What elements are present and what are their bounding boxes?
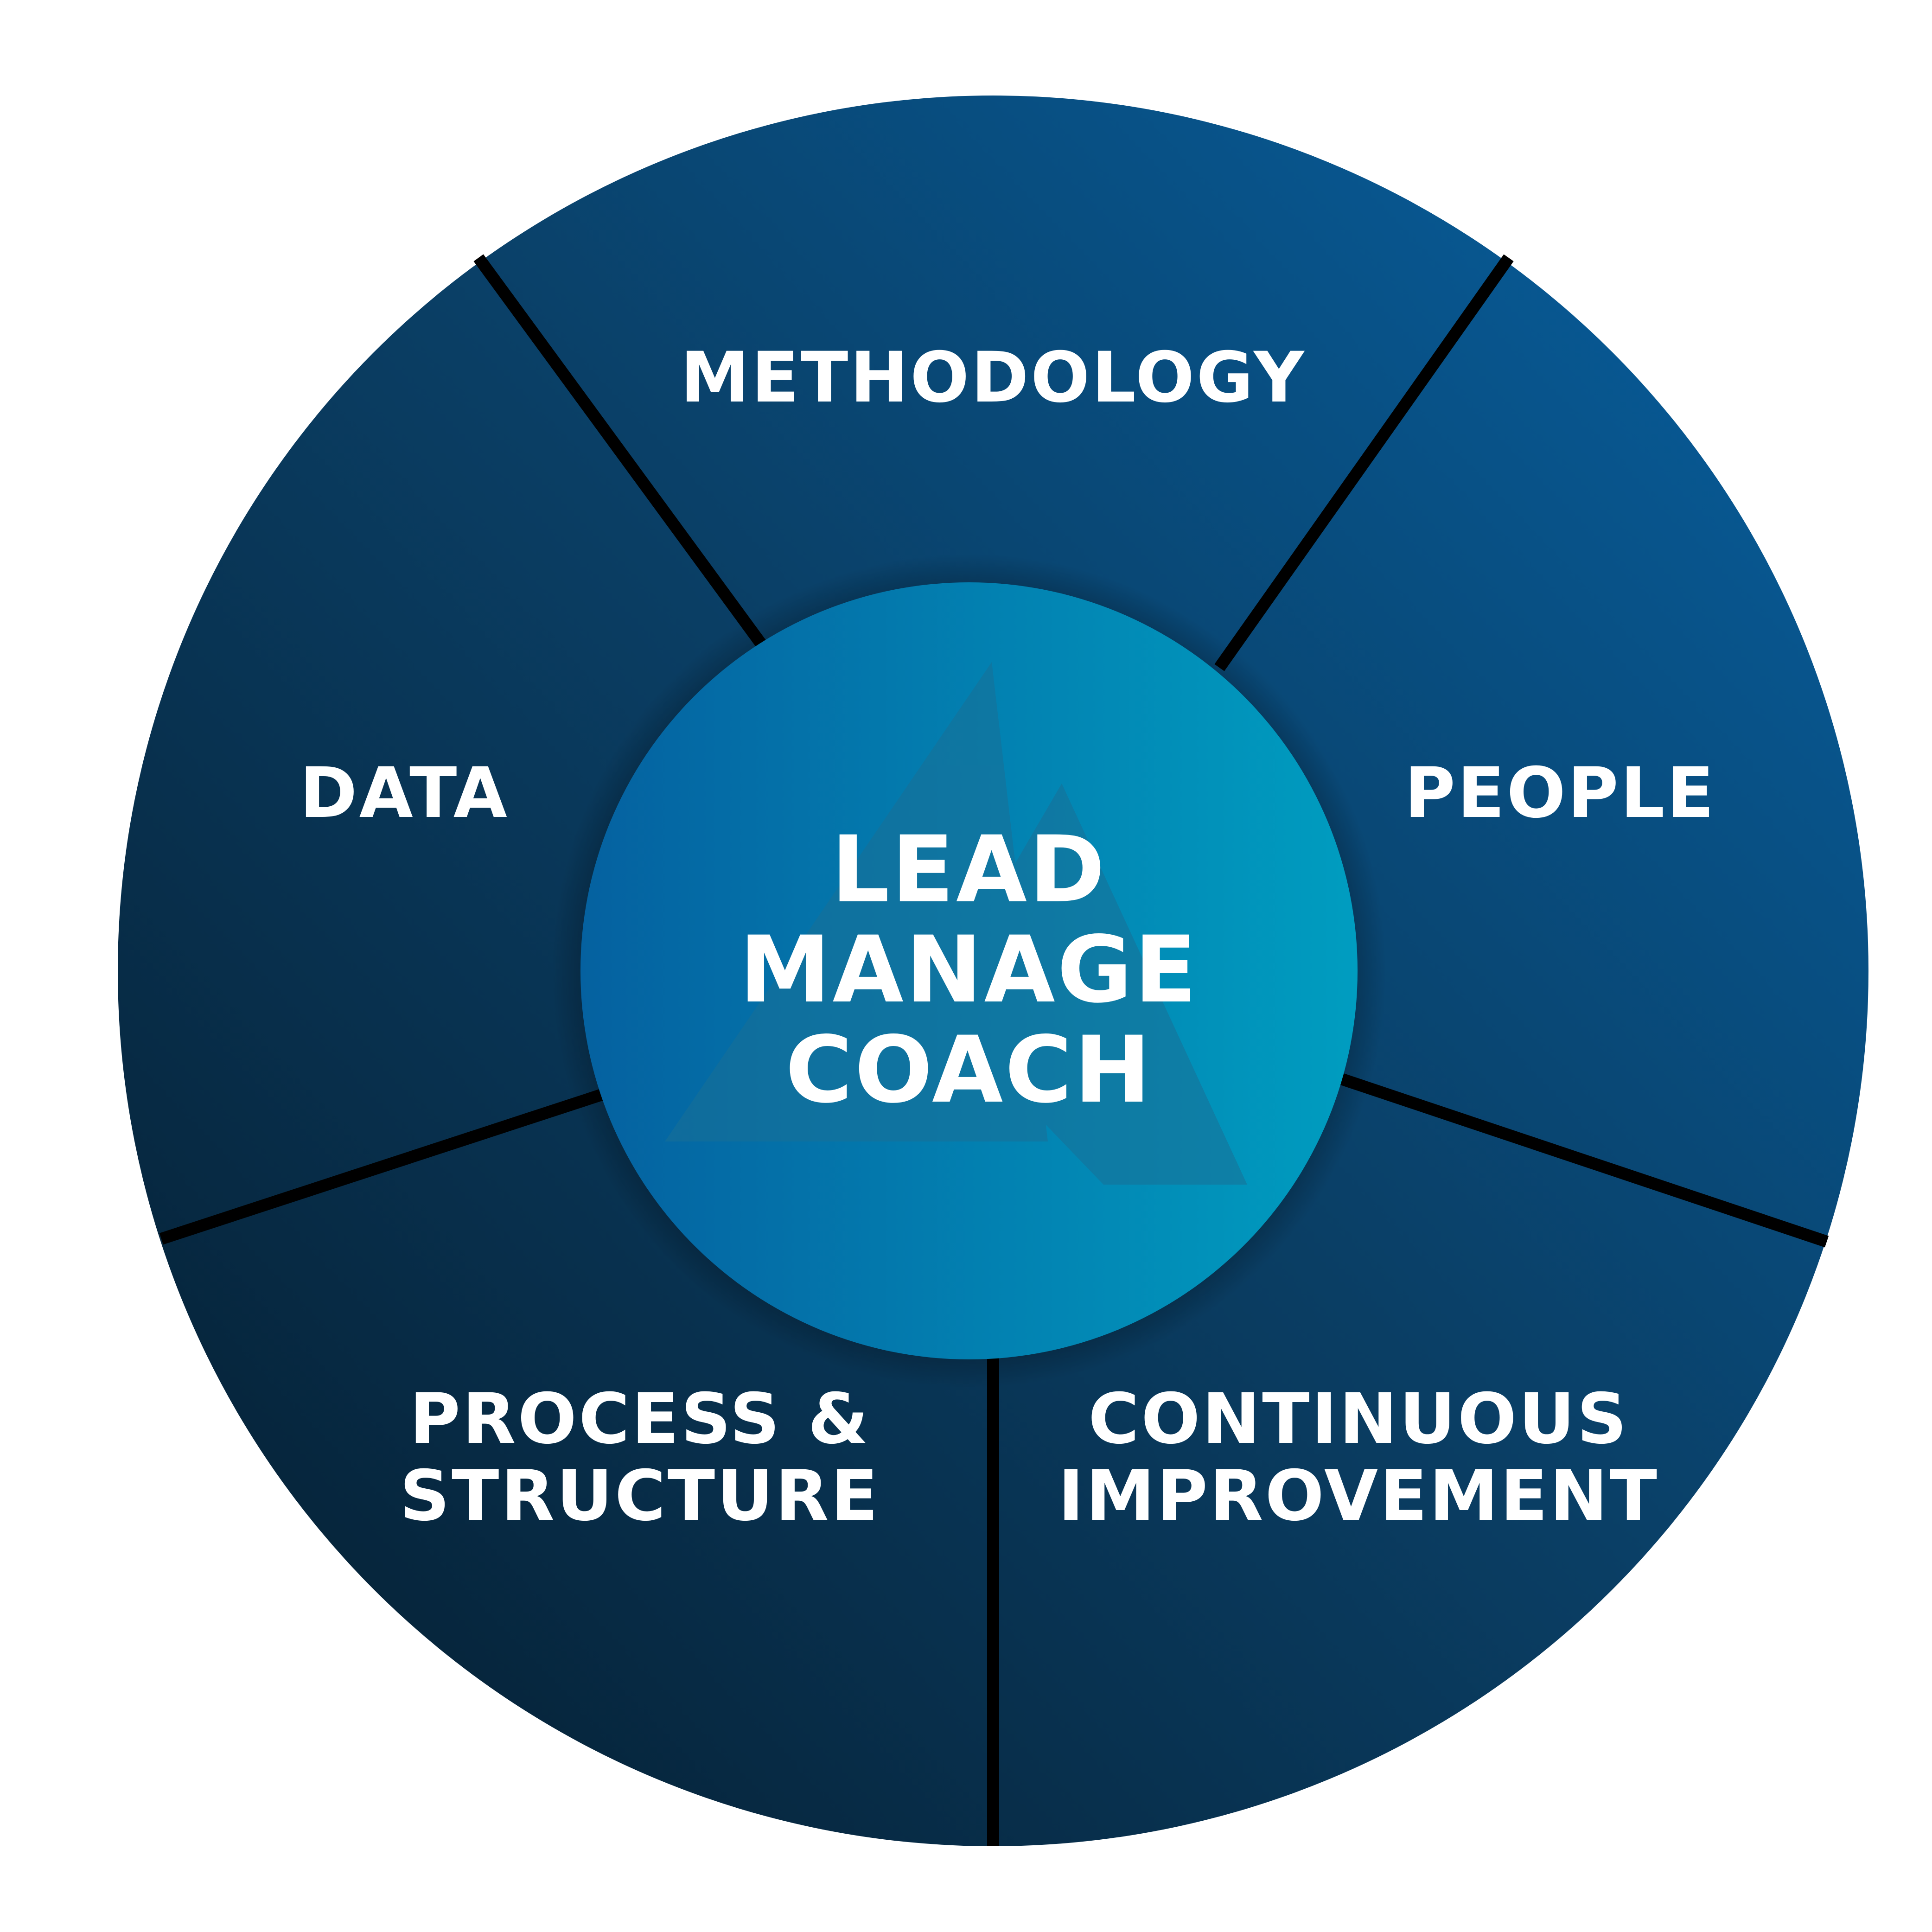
divider-people-continuous-improvement bbox=[1338, 1072, 1829, 1248]
segment-label-process-structure-line-1: PROCESS & bbox=[409, 1379, 870, 1460]
segment-dividers bbox=[159, 254, 1829, 1846]
center-label-lead: LEAD bbox=[831, 816, 1107, 923]
divider-data-methodology bbox=[473, 254, 770, 653]
center-label-manage: MANAGE bbox=[740, 916, 1199, 1023]
segment-label-people: PEOPLE bbox=[1404, 753, 1716, 834]
triangle-logo-icon bbox=[665, 662, 1247, 1185]
segment-label-continuous-improvement-line-1: CONTINUOUS bbox=[1088, 1379, 1629, 1460]
segment-label-data: DATA bbox=[300, 753, 509, 834]
divider-methodology-people bbox=[1214, 254, 1514, 671]
center-label-coach: COACH bbox=[785, 1016, 1153, 1123]
segment-label-process-structure-line-2: STRUCTURE bbox=[400, 1456, 880, 1537]
divider-process-data bbox=[159, 1087, 610, 1245]
center-labels: LEAD MANAGE COACH bbox=[740, 816, 1199, 1123]
segment-labels: METHODOLOGY PEOPLE CONTINUOUS IMPROVEMEN… bbox=[300, 338, 1716, 1537]
segment-label-continuous-improvement-line-2: IMPROVEMENT bbox=[1058, 1456, 1659, 1537]
segment-label-methodology: METHODOLOGY bbox=[680, 338, 1306, 418]
